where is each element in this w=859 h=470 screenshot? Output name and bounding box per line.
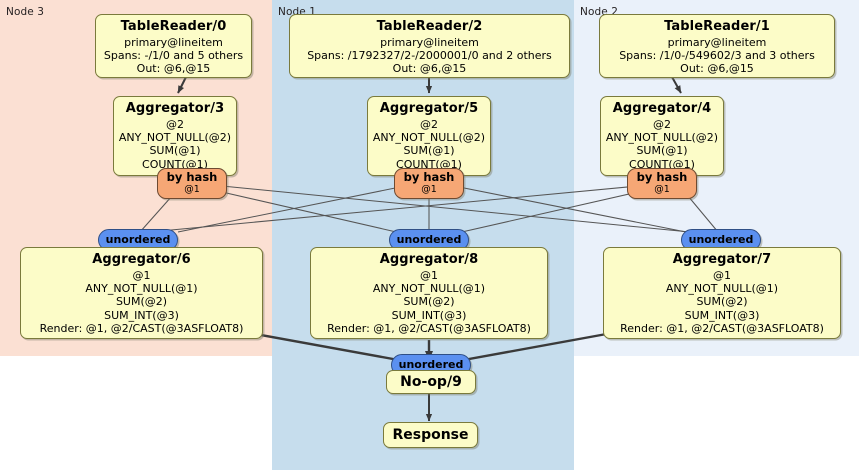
node-line: @1 — [420, 269, 438, 282]
node-title: Aggregator/5 — [379, 101, 479, 116]
node-line: primary@lineitem — [124, 36, 223, 49]
hash-router-column: @1 — [184, 184, 200, 195]
node-line: ANY_NOT_NULL(@2) — [372, 131, 486, 145]
node-line: SUM_INT(@3) — [684, 308, 760, 322]
aggregator-6[interactable]: Aggregator/6 @1 ANY_NOT_NULL(@1) SUM(@2)… — [20, 247, 263, 339]
aggregator-8[interactable]: Aggregator/8 @1 ANY_NOT_NULL(@1) SUM(@2)… — [310, 247, 548, 339]
aggregator-7[interactable]: Aggregator/7 @1 ANY_NOT_NULL(@1) SUM(@2)… — [603, 247, 841, 339]
hash-router-4[interactable]: by hash @1 — [627, 168, 697, 199]
node-title: TableReader/1 — [664, 19, 770, 34]
node-line: Render: @1, @2/CAST(@3ASFLOAT8) — [327, 321, 531, 335]
node-title: TableReader/2 — [376, 19, 483, 34]
node-line: ANY_NOT_NULL(@1) — [372, 282, 486, 296]
aggregator-3[interactable]: Aggregator/3 @2 ANY_NOT_NULL(@2) SUM(@1)… — [113, 96, 237, 176]
node-line: primary@lineitem — [380, 36, 479, 49]
unordered-synchronizer-6[interactable]: unordered — [98, 229, 178, 251]
node-title: Aggregator/7 — [672, 252, 772, 267]
node-line: SUM(@1) — [149, 144, 201, 158]
node-line: Out: @6,@15 — [136, 62, 211, 76]
node-line: Render: @1, @2/CAST(@3ASFLOAT8) — [39, 321, 244, 335]
table-reader-2[interactable]: TableReader/2 primary@lineitem Spans: /1… — [289, 14, 570, 78]
node-title: Aggregator/6 — [92, 252, 191, 267]
node-line: @2 — [166, 118, 184, 131]
response-node[interactable]: Response — [383, 422, 478, 448]
node-line: COUNT(@1) — [396, 157, 462, 171]
node-line: @1 — [132, 269, 151, 282]
node-title: Aggregator/3 — [125, 101, 225, 116]
node-line: Render: @1, @2/CAST(@3ASFLOAT8) — [620, 321, 824, 335]
node-line: @2 — [420, 118, 438, 131]
panel-label-node3: Node 3 — [6, 6, 45, 18]
hash-router-5[interactable]: by hash @1 — [394, 168, 464, 199]
node-line: Spans: -/1/0 and 5 others — [103, 49, 244, 63]
node-line: SUM(@2) — [696, 295, 748, 309]
node-title: Aggregator/8 — [379, 252, 479, 267]
node-line: ANY_NOT_NULL(@1) — [665, 282, 779, 296]
node-line: COUNT(@1) — [142, 157, 208, 171]
node-line: ANY_NOT_NULL(@1) — [85, 282, 198, 296]
node-line: ANY_NOT_NULL(@2) — [118, 131, 232, 145]
node-line: Spans: /1/0-/549602/3 and 3 others — [619, 49, 815, 63]
node-line: SUM(@2) — [115, 295, 168, 309]
node-line: Spans: /1792327/2-/2000001/0 and 2 other… — [307, 49, 552, 63]
node-title: Aggregator/4 — [612, 101, 712, 116]
node-line: COUNT(@1) — [629, 157, 695, 171]
aggregator-5[interactable]: Aggregator/5 @2 ANY_NOT_NULL(@2) SUM(@1)… — [367, 96, 491, 176]
aggregator-4[interactable]: Aggregator/4 @2 ANY_NOT_NULL(@2) SUM(@1)… — [600, 96, 724, 176]
table-reader-1[interactable]: TableReader/1 primary@lineitem Spans: /1… — [599, 14, 835, 78]
node-line: Out: @6,@15 — [392, 62, 467, 76]
node-line: SUM_INT(@3) — [104, 308, 179, 322]
node-line: primary@lineitem — [667, 36, 767, 49]
hash-router-column: @1 — [654, 184, 670, 195]
node-line: SUM(@1) — [636, 144, 688, 158]
node-line: @2 — [653, 118, 671, 131]
node-line: SUM(@1) — [403, 144, 455, 158]
node-line: SUM(@2) — [403, 295, 455, 309]
hash-router-3[interactable]: by hash @1 — [157, 168, 227, 199]
table-reader-0[interactable]: TableReader/0 primary@lineitem Spans: -/… — [95, 14, 252, 78]
hash-router-label: by hash — [403, 170, 455, 184]
node-line: Out: @6,@15 — [680, 62, 754, 76]
unordered-synchronizer-8[interactable]: unordered — [389, 229, 469, 251]
node-line: SUM_INT(@3) — [391, 308, 467, 322]
hash-router-column: @1 — [421, 184, 437, 195]
node-line: @1 — [713, 269, 731, 282]
node-line: ANY_NOT_NULL(@2) — [605, 131, 719, 145]
no-op-9[interactable]: No-op/9 — [386, 370, 476, 394]
hash-router-label: by hash — [166, 170, 218, 184]
hash-router-label: by hash — [636, 170, 688, 184]
node-title: TableReader/0 — [120, 19, 227, 34]
